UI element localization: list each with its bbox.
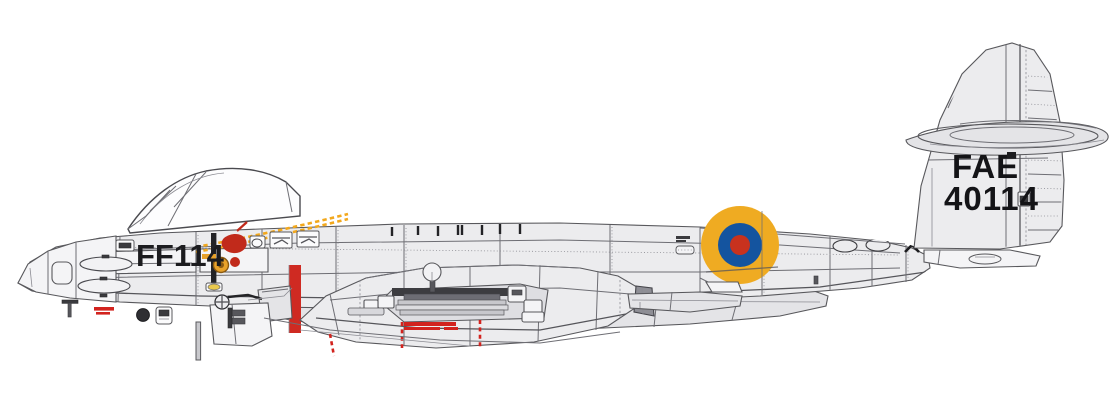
fuselage-roundel bbox=[701, 206, 779, 284]
nose-landing-gear bbox=[195, 287, 293, 361]
nacelle-gear-bay-detail bbox=[347, 262, 549, 323]
tail-bumper-fairing bbox=[923, 249, 1041, 269]
nose-section bbox=[17, 235, 133, 318]
nose-code-marking: FF114 bbox=[115, 238, 225, 273]
nose-gun-ports bbox=[77, 254, 133, 298]
nacelle-warning-markings bbox=[328, 320, 482, 357]
cockpit-side-markings bbox=[202, 221, 320, 292]
tail-code-marking: FAE 40114 bbox=[944, 148, 1039, 217]
wing-lower-detail bbox=[263, 291, 743, 347]
roundel-panel-lines bbox=[705, 211, 779, 280]
spine-fasteners bbox=[390, 224, 522, 236]
nose-stencils bbox=[94, 306, 173, 325]
lower-fuselage-details bbox=[639, 275, 819, 308]
midfuselage-stencil bbox=[675, 236, 743, 293]
tail-serial-text: 40114 bbox=[944, 180, 1039, 217]
nose-code-text: FF114 bbox=[136, 238, 225, 273]
horizontal-tailplane bbox=[905, 120, 1109, 156]
